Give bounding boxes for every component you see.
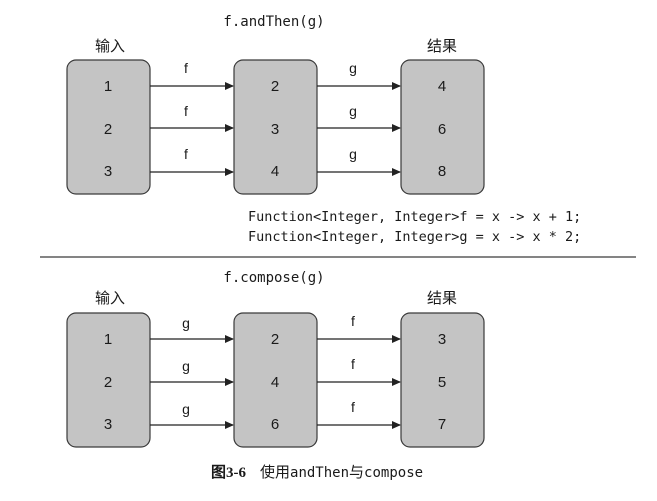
caption-code-andthen: andThen: [290, 465, 349, 481]
compose-middle-value: 4: [271, 374, 279, 391]
compose-first-arrow-label: g: [182, 315, 190, 331]
compose-diagram: f.compose(g) 输入 结果 1 2 3 2 4 6 3 5 7 g g…: [66, 270, 485, 448]
compose-input-value: 3: [104, 416, 112, 433]
compose-result-value: 5: [438, 374, 446, 391]
andthen-middle-box: [233, 59, 318, 195]
compose-result-box: [400, 312, 485, 448]
andthen-result-label: 结果: [427, 38, 457, 55]
andthen-input-value: 2: [104, 121, 112, 138]
compose-second-arrow-label: f: [351, 399, 355, 415]
function-f-definition: Function<Integer, Integer>f = x -> x + 1…: [248, 209, 581, 225]
compose-result-value: 7: [438, 416, 446, 433]
andthen-middle-value: 3: [271, 121, 279, 138]
andthen-first-arrow-label: f: [184, 60, 188, 76]
compose-second-arrow-label: f: [351, 356, 355, 372]
andthen-second-arrow-label: g: [349, 60, 357, 76]
caption-prefix: 使用: [260, 464, 290, 481]
compose-first-arrow-label: g: [182, 358, 190, 374]
compose-middle-box: [233, 312, 318, 448]
andthen-first-arrow-label: f: [184, 146, 188, 162]
compose-input-value: 1: [104, 331, 112, 348]
caption-joiner: 与: [349, 464, 364, 481]
compose-second-arrow-label: f: [351, 313, 355, 329]
figure-number: 图3-6: [211, 464, 246, 481]
compose-first-arrow-label: g: [182, 401, 190, 417]
andthen-input-value: 3: [104, 163, 112, 180]
figure-caption: 图3-6 使用andThen与compose: [211, 464, 423, 481]
andthen-second-arrow-label: g: [349, 146, 357, 162]
andthen-input-box: [66, 59, 151, 195]
andthen-first-arrow-label: f: [184, 103, 188, 119]
compose-result-label: 结果: [427, 290, 457, 307]
andthen-result-value: 8: [438, 163, 446, 180]
caption-code-compose: compose: [364, 465, 423, 481]
compose-middle-value: 2: [271, 331, 279, 348]
compose-input-box: [66, 312, 151, 448]
andthen-result-value: 4: [438, 78, 446, 95]
andthen-second-arrow-label: g: [349, 103, 357, 119]
andthen-middle-value: 2: [271, 78, 279, 95]
andthen-title: f.andThen(g): [223, 14, 324, 30]
andthen-input-label: 输入: [95, 38, 125, 55]
compose-middle-value: 6: [271, 416, 279, 433]
function-g-definition: Function<Integer, Integer>g = x -> x * 2…: [248, 229, 581, 245]
andthen-result-box: [400, 59, 485, 195]
compose-result-value: 3: [438, 331, 446, 348]
andthen-middle-value: 4: [271, 163, 279, 180]
andthen-diagram: f.andThen(g) 输入 结果 1 2 3 2 3 4 4 6 8 f f…: [66, 14, 581, 245]
andthen-input-value: 1: [104, 78, 112, 95]
compose-input-label: 输入: [95, 290, 125, 307]
compose-input-value: 2: [104, 374, 112, 391]
compose-title: f.compose(g): [223, 270, 324, 286]
andthen-result-value: 6: [438, 121, 446, 138]
